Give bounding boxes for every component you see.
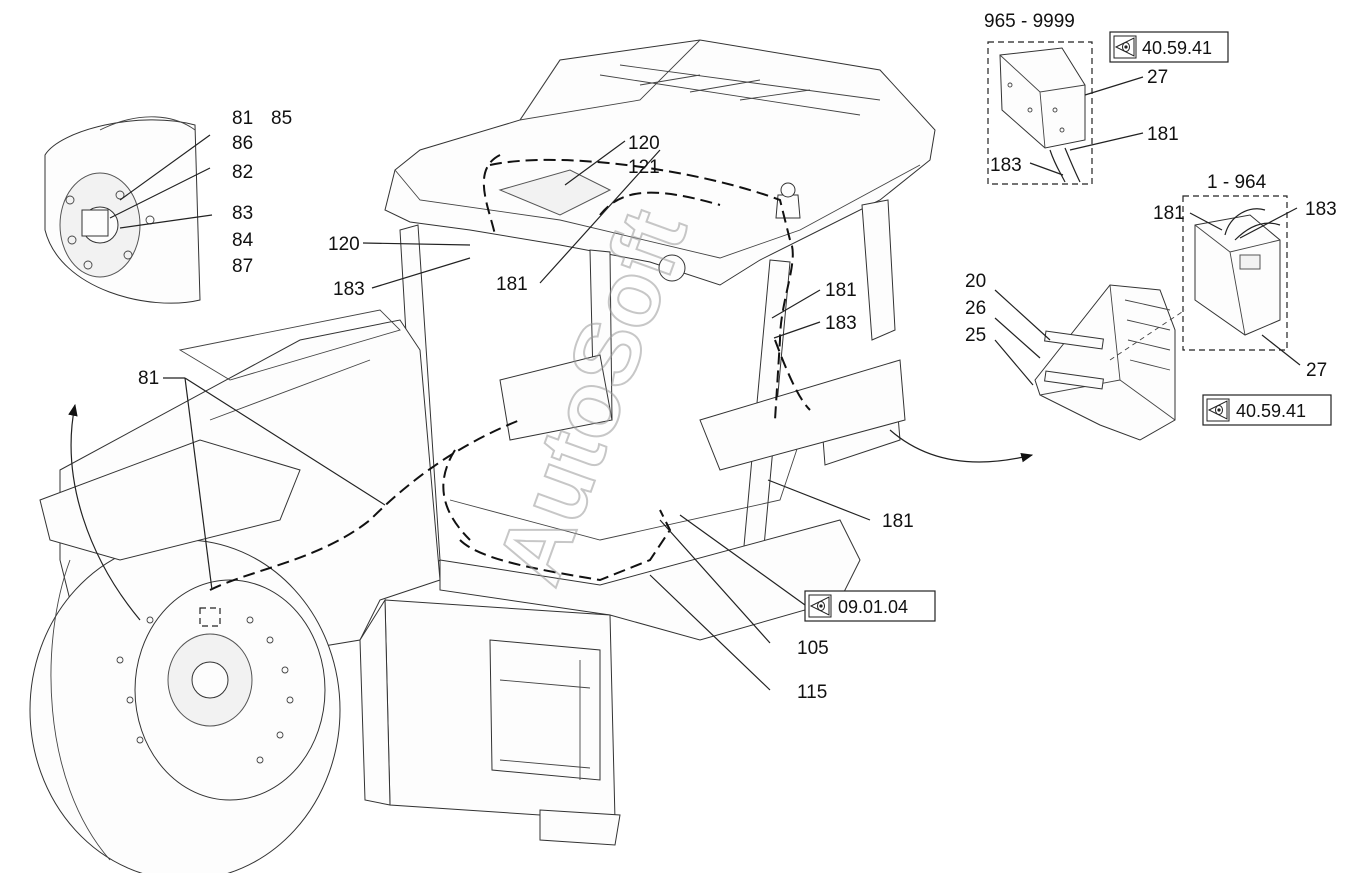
callout-82: 82 [232,162,253,183]
callout-183-top: 183 [990,155,1022,176]
callout-85: 85 [271,108,292,129]
rotate-arrow-left [68,403,141,621]
callout-121: 121 [628,157,660,178]
range-label-top: 965 - 9999 [984,11,1075,32]
callout-25: 25 [965,325,986,346]
eye-reference-icon [1207,400,1228,420]
detail-arrow-right [889,429,1034,463]
eye-reference-icon [809,596,830,616]
callout-27-top: 27 [1147,67,1168,88]
callout-87: 87 [232,256,253,277]
callout-181-top: 181 [1147,124,1179,145]
controller-inset-1-964 [994,195,1301,441]
callout-181-right-a: 181 [825,280,857,301]
callout-86: 86 [232,133,253,154]
reference-code-center: 09.01.04 [838,597,908,617]
callout-183-right-a: 183 [825,313,857,334]
callout-labels: 81 85 86 82 83 84 87 120 121 120 183 181… [138,11,1337,703]
range-label-bottom: 1 - 964 [1207,172,1267,193]
leader-lines [163,140,871,691]
drum-sensor-inset [44,116,213,304]
callout-81-mid: 81 [138,368,159,389]
reference-box-top[interactable]: 40.59.41 [1109,31,1229,63]
controller-inset-965-9999 [987,41,1144,185]
drum-bolts [116,616,294,764]
callout-26: 26 [965,298,986,319]
callout-120-top: 120 [628,133,660,154]
callout-83: 83 [232,203,253,224]
reference-code-top: 40.59.41 [1142,38,1212,58]
callout-81-top: 81 [232,108,253,129]
reference-code-right: 40.59.41 [1236,401,1306,421]
machine-illustration [29,39,936,873]
callout-183-inset: 183 [1305,199,1337,220]
callout-27-bottom: 27 [1306,360,1327,381]
wiring-harness [199,154,811,627]
reference-box-center[interactable]: 09.01.04 [804,590,936,622]
callout-115: 115 [797,682,827,703]
callout-181-inset: 181 [1153,203,1185,224]
callout-105: 105 [797,638,829,659]
reference-box-right[interactable]: 40.59.41 [1202,394,1332,426]
callout-181-center: 181 [496,274,528,295]
callout-20: 20 [965,271,986,292]
eye-reference-icon [1114,37,1135,57]
callout-120-left: 120 [328,234,360,255]
callout-181-right-b: 181 [882,511,914,532]
callout-183-left: 183 [333,279,365,300]
callout-84: 84 [232,230,254,251]
